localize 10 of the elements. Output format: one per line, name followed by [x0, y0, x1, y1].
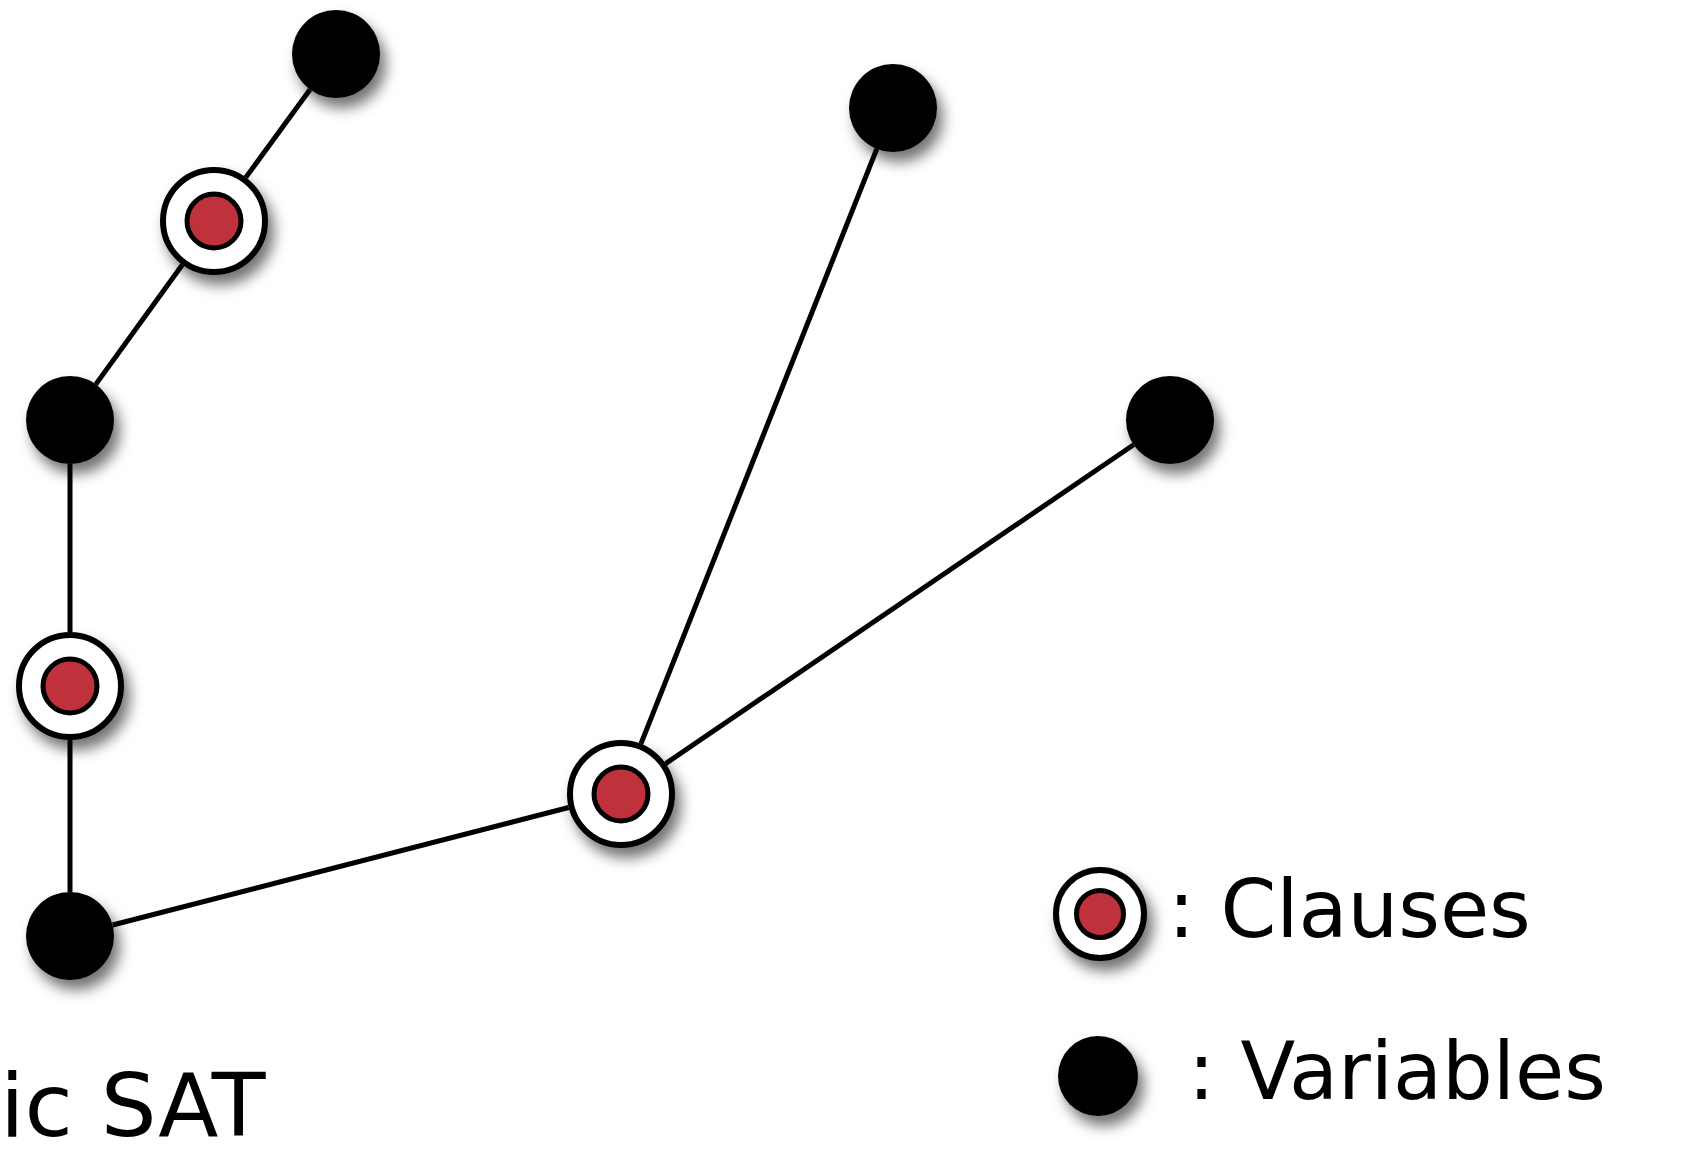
- legend-text: : Variables: [1188, 1032, 1606, 1112]
- connector-line: [67, 464, 73, 632]
- connector-line: [67, 740, 73, 892]
- legend-text: : Clauses: [1168, 870, 1531, 950]
- connector-line: [638, 147, 880, 745]
- connector-line: [112, 805, 570, 928]
- connector-line: [664, 442, 1136, 766]
- connector-line: [243, 88, 313, 179]
- caption-text: ic SAT: [0, 1062, 266, 1150]
- connector-line: [93, 263, 185, 386]
